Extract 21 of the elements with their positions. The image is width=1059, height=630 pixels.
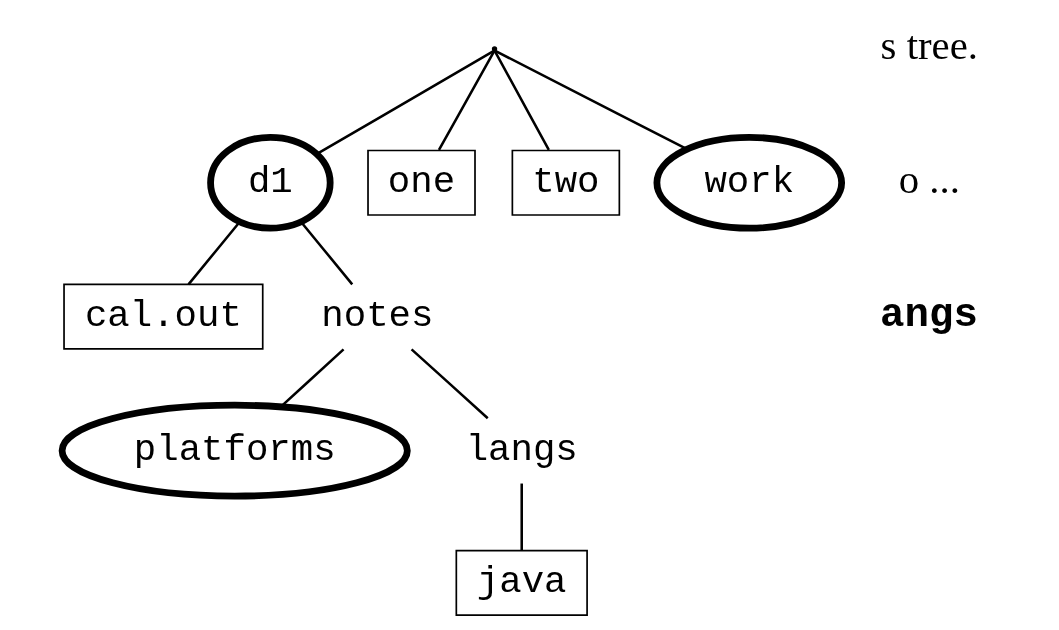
node-ellipse: d1 [207, 133, 334, 232]
node-ellipse: work [653, 133, 846, 232]
node-box: java [455, 549, 588, 616]
node-point [491, 46, 498, 52]
node-text: langs [465, 429, 578, 472]
connector [410, 348, 489, 420]
connector [494, 49, 688, 151]
connector [316, 49, 495, 155]
label: s tree. [880, 23, 978, 69]
node-ellipse: platforms [58, 401, 411, 500]
connector [300, 221, 354, 286]
node-box: two [511, 149, 621, 216]
node-text: notes [321, 295, 434, 338]
label: angs [880, 291, 978, 338]
connector [437, 50, 496, 151]
connector [520, 483, 523, 551]
connector [493, 50, 550, 151]
node-box: cal.out [63, 283, 264, 350]
label: o ... [898, 157, 960, 203]
connector [187, 221, 241, 286]
node-box: one [367, 149, 476, 216]
